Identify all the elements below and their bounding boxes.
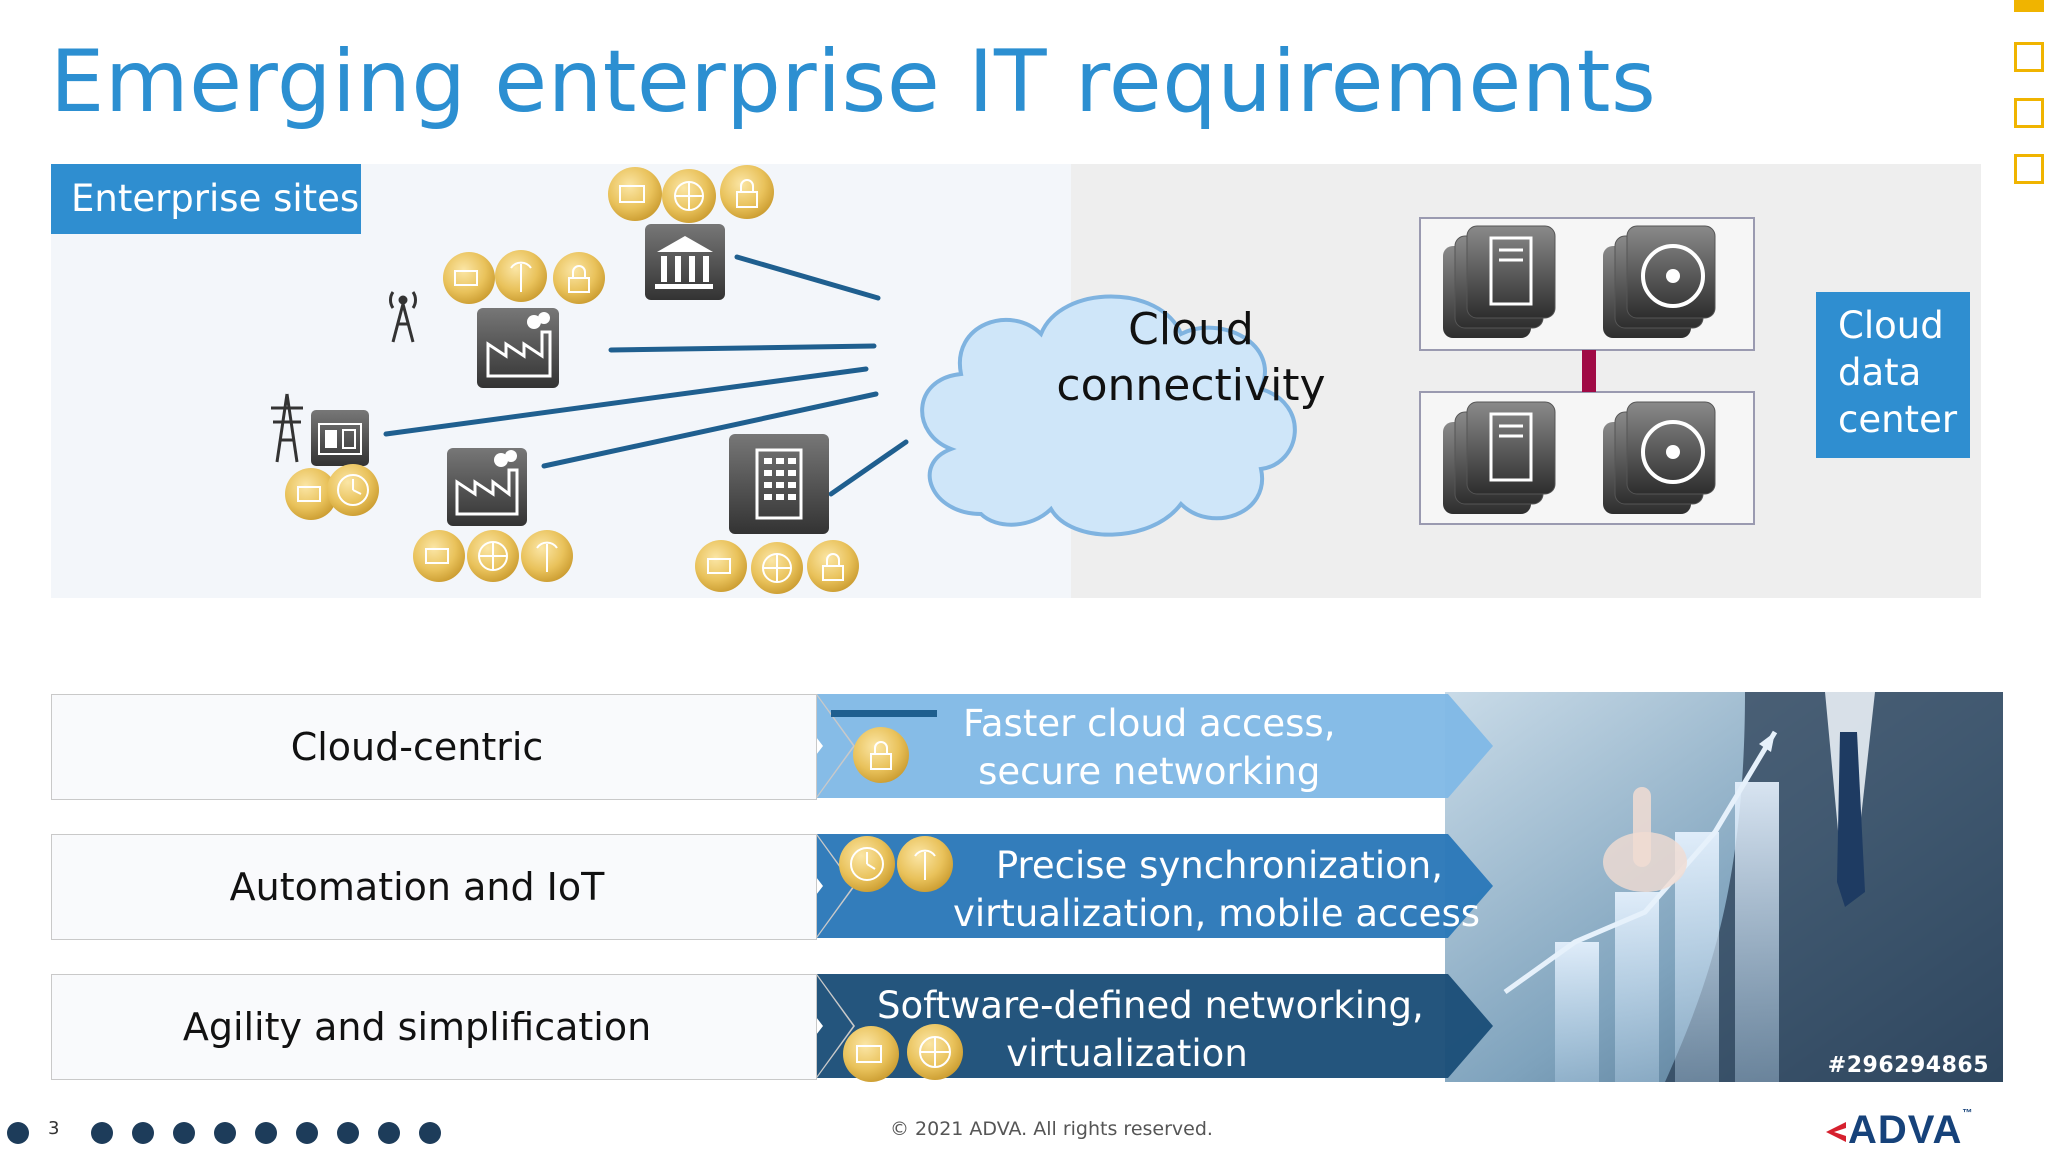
interconnect-link	[1582, 350, 1596, 392]
arrow-cloud-centric	[783, 694, 1493, 798]
cloud-label-line: Cloud	[1128, 304, 1254, 355]
deco-square	[2014, 42, 2044, 72]
enterprise-sites-label: Enterprise sites	[51, 164, 361, 234]
dc-label-line: center	[1838, 398, 1958, 441]
firewall-icon	[695, 540, 747, 592]
factory-icon	[477, 308, 559, 388]
progress-dot	[214, 1122, 236, 1144]
clock-icon	[327, 464, 379, 516]
lock-icon	[720, 165, 774, 219]
firewall-icon	[285, 468, 337, 520]
deco-square	[2014, 98, 2044, 128]
bank-building-icon	[645, 224, 725, 300]
office-building-icon	[729, 434, 829, 534]
storage-disk-icon	[1603, 401, 1716, 514]
adva-logo: ADVA™	[1824, 1108, 1973, 1152]
cloud-connectivity-label: Cloud connectivity	[1051, 302, 1331, 414]
requirements-list: Cloud-centric Automation and IoT Agility…	[51, 692, 2003, 1082]
control-panel-icon	[311, 410, 369, 466]
router-icon	[467, 530, 519, 582]
server-icon	[1443, 401, 1556, 514]
antenna-icon	[897, 836, 953, 892]
link-line-icon	[831, 710, 937, 717]
stock-photo-id: #296294865	[1827, 1053, 1989, 1078]
progress-dot	[419, 1122, 441, 1144]
progress-dot	[91, 1122, 113, 1144]
storage-disk-icon	[1603, 225, 1716, 338]
lock-icon	[807, 540, 859, 592]
network-diagram: Enterprise sites Cloud connectivity Clou…	[51, 164, 1981, 598]
diagram-graphics	[271, 165, 1755, 594]
requirement-detail: Faster cloud access, secure networking	[963, 700, 1335, 796]
requirement-detail-line: secure networking	[978, 750, 1321, 793]
router-icon	[907, 1024, 963, 1080]
connection-lines	[383, 254, 909, 497]
firewall-icon	[413, 530, 465, 582]
firewall-icon	[608, 167, 662, 221]
requirement-detail: Precise synchronization, virtualization,…	[953, 842, 1480, 938]
firewall-icon	[843, 1026, 899, 1082]
antenna-icon	[521, 530, 573, 582]
requirement-detail-line: virtualization	[1006, 1032, 1248, 1075]
requirement-label-text: Automation and IoT	[229, 865, 605, 909]
lock-icon	[853, 727, 909, 783]
page-number: 3	[48, 1118, 60, 1139]
adva-logo-mark-icon	[1826, 1122, 1846, 1143]
cell-tower-icon	[388, 291, 418, 343]
arrow-automation-iot	[783, 834, 1493, 938]
requirement-label: Cloud-centric	[51, 694, 817, 800]
deco-square	[2014, 154, 2044, 184]
progress-dot	[296, 1122, 318, 1144]
photo-illustration	[1445, 692, 2003, 1082]
clock-icon	[839, 836, 895, 892]
server-icon	[1443, 225, 1556, 338]
firewall-icon	[443, 252, 495, 304]
copyright-notice: © 2021 ADVA. All rights reserved.	[890, 1118, 1213, 1140]
logo-trademark: ™	[1962, 1108, 1974, 1119]
factory-icon	[447, 448, 527, 526]
requirement-label-text: Cloud-centric	[290, 725, 544, 769]
progress-dot	[132, 1122, 154, 1144]
requirement-detail: Software-defined networking, virtualizat…	[877, 982, 1424, 1078]
requirement-detail-line: Faster cloud access,	[963, 702, 1336, 745]
requirement-label-text: Agility and simplification	[182, 1005, 652, 1049]
logo-text: ADVA	[1848, 1108, 1963, 1152]
dc-label-line: data	[1838, 351, 1922, 394]
progress-dot	[378, 1122, 400, 1144]
progress-dot	[255, 1122, 277, 1144]
slide-footer: 3 © 2021 ADVA. All rights reserved. ADVA…	[0, 1108, 2048, 1152]
enterprise-panel	[51, 164, 1071, 598]
requirement-detail-line: virtualization, mobile access	[953, 892, 1480, 935]
progress-dot	[173, 1122, 195, 1144]
requirement-arrows	[783, 694, 1493, 1082]
cloud-data-center-label: Cloud data center	[1816, 292, 1970, 458]
router-icon	[751, 542, 803, 594]
slide-title: Emerging enterprise IT requirements	[50, 32, 1657, 132]
requirement-detail-line: Precise synchronization,	[995, 844, 1443, 887]
progress-dot	[337, 1122, 359, 1144]
dc-label-line: Cloud	[1838, 304, 1944, 347]
server-cluster	[1419, 217, 1755, 525]
lock-icon	[553, 252, 605, 304]
requirement-detail-line: Software-defined networking,	[877, 984, 1424, 1027]
cloud-shape	[920, 294, 1297, 537]
business-stock-photo: #296294865	[1445, 692, 2003, 1082]
progress-dots	[7, 1122, 441, 1144]
requirement-label: Automation and IoT	[51, 834, 817, 940]
requirement-label: Agility and simplification	[51, 974, 817, 1080]
progress-dot	[7, 1122, 29, 1144]
antenna-icon	[495, 250, 547, 302]
power-pylon-icon	[271, 393, 303, 463]
corner-decoration	[1988, 0, 2048, 200]
deco-square	[2014, 0, 2044, 12]
cloud-label-line: connectivity	[1056, 360, 1326, 411]
router-icon	[662, 169, 716, 223]
